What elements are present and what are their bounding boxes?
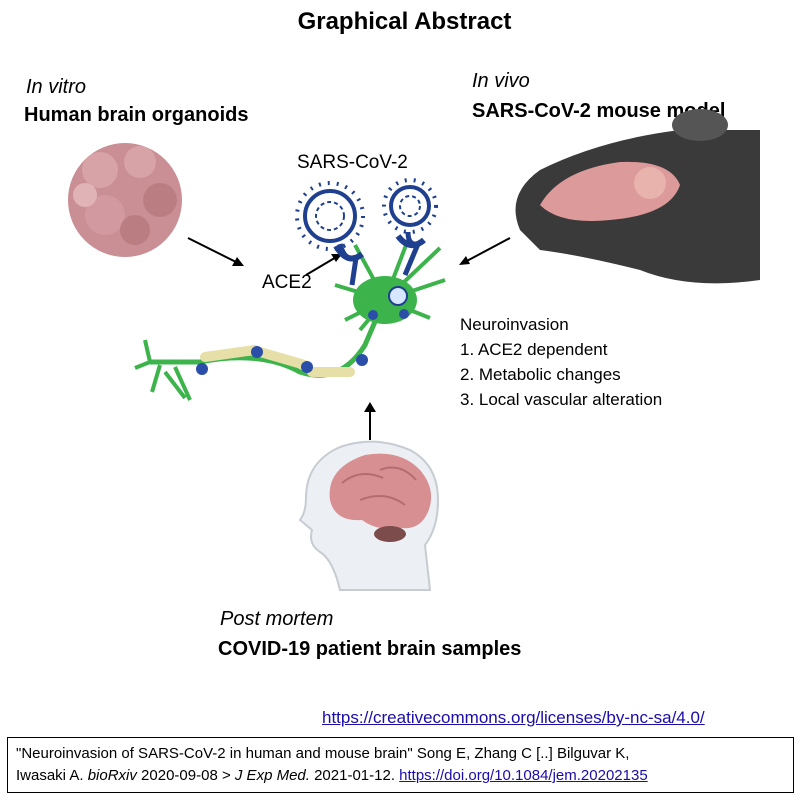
ace2-arrow: [305, 254, 342, 276]
in-vivo-label: In vivo: [472, 70, 530, 92]
organoid-icon: [68, 143, 182, 257]
neuroinvasion-item: 1. ACE2 dependent: [460, 340, 608, 359]
neuroinvasion-item: 2. Metabolic changes: [460, 365, 621, 384]
citation-line-1: "Neuroinvasion of SARS-CoV-2 in human an…: [16, 745, 630, 762]
virus-icon: [295, 178, 438, 251]
citation-date-2: 2021-01-12.: [309, 767, 400, 784]
arrow-from-mouse: [459, 237, 511, 265]
human-head-icon: [298, 440, 440, 591]
in-vivo-title: SARS-CoV-2 mouse model: [472, 100, 726, 122]
arrow-from-organoid: [187, 237, 244, 266]
neuroinvasion-item: 3. Local vascular alteration: [460, 390, 663, 409]
post-mortem-label: Post mortem: [220, 608, 334, 630]
citation-box: "Neuroinvasion of SARS-CoV-2 in human an…: [7, 737, 794, 793]
in-vitro-label: In vitro: [26, 76, 87, 98]
in-vitro-title: Human brain organoids: [24, 104, 249, 126]
license-link[interactable]: https://creativecommons.org/licenses/by-…: [322, 708, 705, 727]
doi-link[interactable]: https://doi.org/10.1084/jem.20202135: [399, 767, 648, 784]
citation-journal: J Exp Med.: [234, 767, 310, 784]
neuroinvasion-block: Neuroinvasion 1. ACE2 dependent 2. Metab…: [460, 312, 662, 412]
citation-line-2: Iwasaki A. bioRxiv 2020-09-08 > J Exp Me…: [16, 765, 785, 787]
ace2-label: ACE2: [262, 272, 312, 293]
arrow-from-patient: [364, 402, 376, 440]
citation-date-1: 2020-09-08 >: [136, 767, 235, 784]
citation-preprint-journal: bioRxiv: [87, 767, 137, 784]
ace2-receptor-icon: [333, 231, 426, 286]
post-mortem-title: COVID-19 patient brain samples: [218, 638, 522, 660]
neuron-icon: [134, 239, 446, 401]
mouse-icon: [515, 109, 760, 284]
neuroinvasion-heading: Neuroinvasion: [460, 315, 569, 334]
citation-authors-tail: Iwasaki A.: [16, 767, 88, 784]
page-title: Graphical Abstract: [297, 8, 512, 35]
virus-label: SARS-CoV-2: [297, 152, 408, 173]
